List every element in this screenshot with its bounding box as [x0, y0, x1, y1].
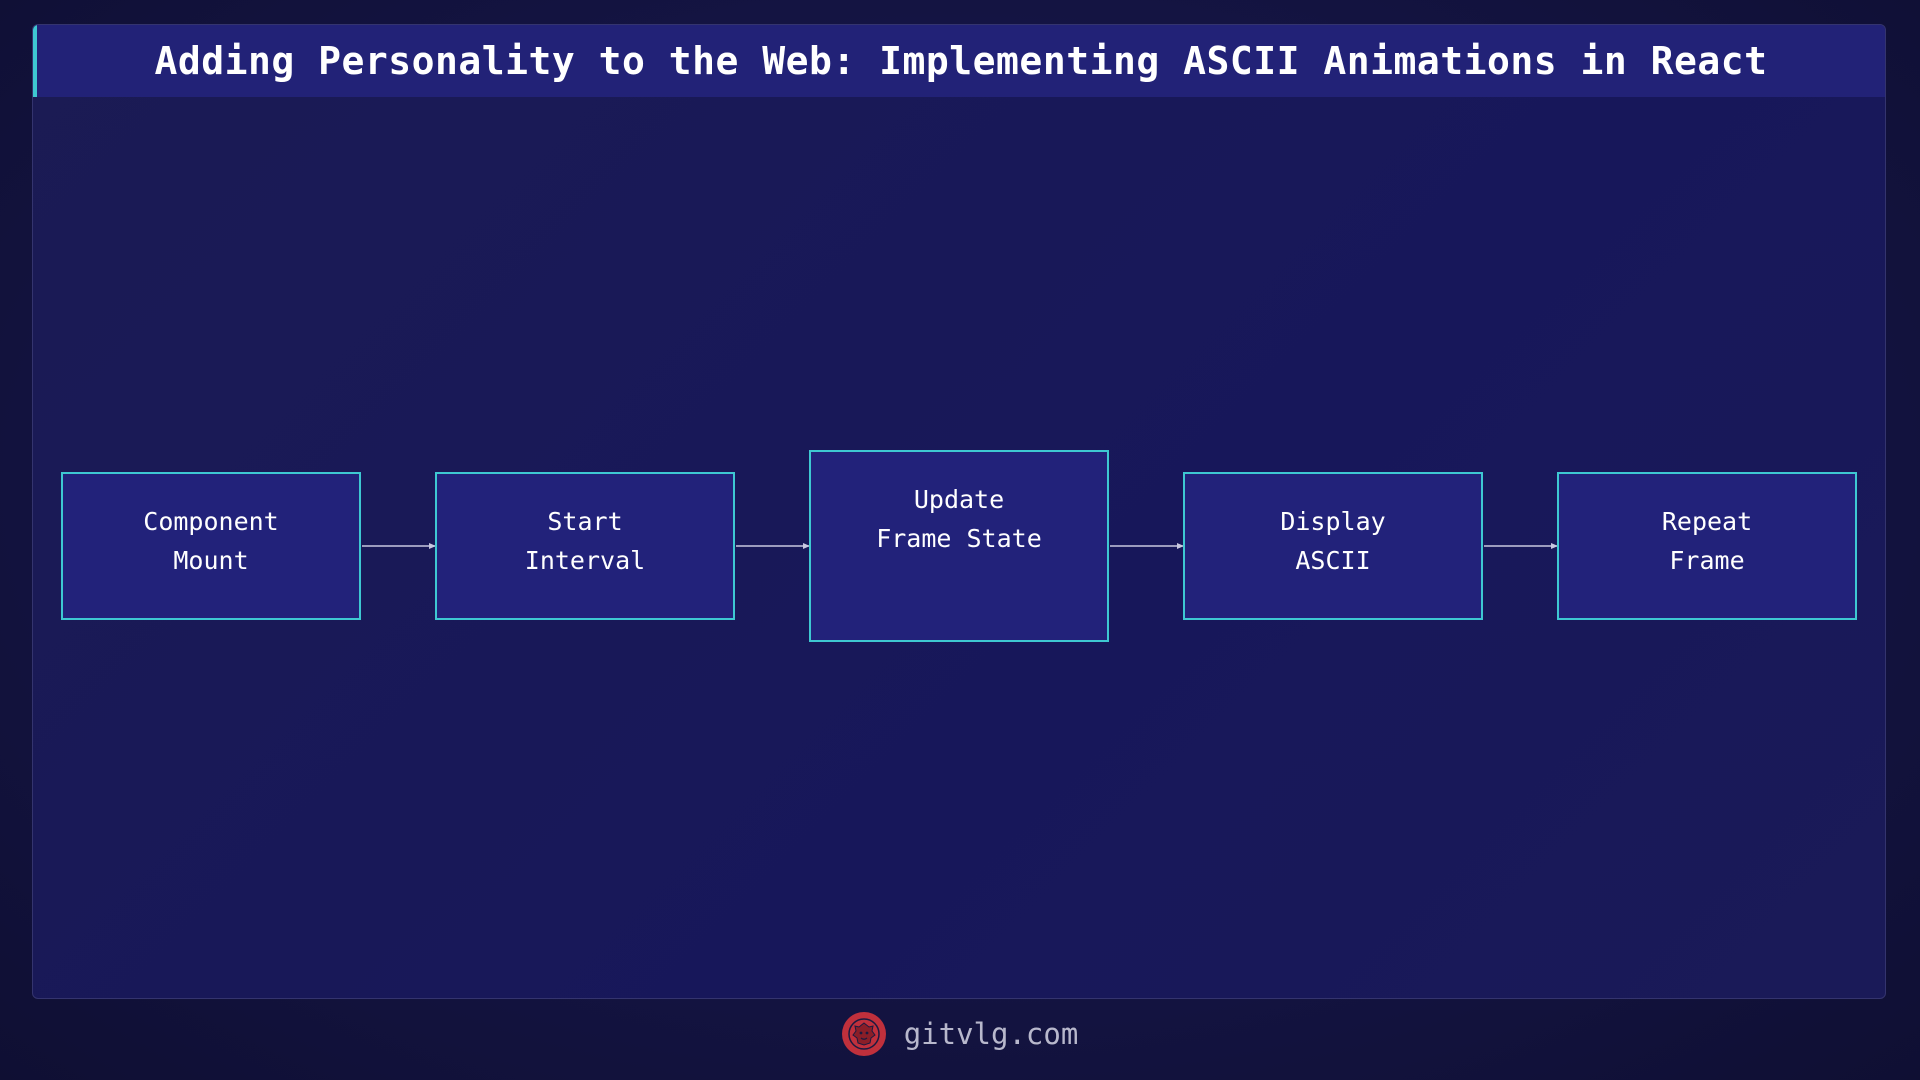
node-label: Update Frame State: [876, 485, 1042, 553]
site-url[interactable]: gitvlg.com: [903, 1017, 1079, 1051]
node-component-mount: Component Mount: [61, 472, 361, 620]
lion-head-icon: [841, 1012, 886, 1056]
node-label: Display ASCII: [1280, 507, 1386, 575]
node-start-interval: Start Interval: [435, 472, 735, 620]
page-title: Adding Personality to the Web: Implement…: [154, 39, 1768, 83]
node-repeat-frame: Repeat Frame: [1557, 472, 1857, 620]
node-display-ascii: Display ASCII: [1183, 472, 1483, 620]
node-label: Repeat Frame: [1661, 507, 1753, 575]
footer: gitvlg.com: [0, 1008, 1920, 1060]
node-update-frame-state: Update Frame State: [809, 450, 1109, 642]
node-label: Start Interval: [524, 507, 646, 575]
node-label: Component Mount: [143, 507, 279, 575]
title-bar: Adding Personality to the Web: Implement…: [33, 25, 1885, 97]
